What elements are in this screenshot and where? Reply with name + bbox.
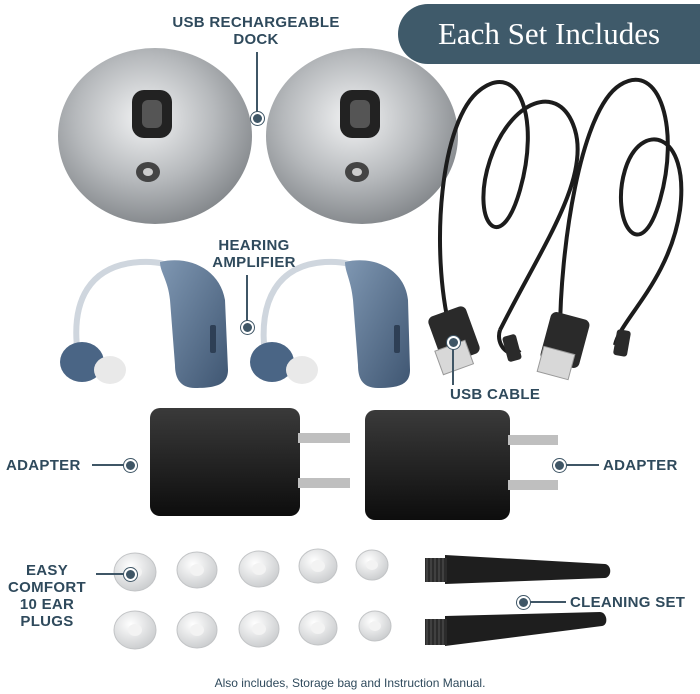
- banner-title: Each Set Includes: [437, 16, 661, 51]
- ear-plug: [176, 611, 218, 649]
- ear-plugs-label-line-3: 10 EAR: [19, 596, 75, 613]
- dock-label-line-2: DOCK: [233, 31, 279, 48]
- ear-plug: [358, 610, 392, 642]
- cleaning-set-label: CLEANING SET: [570, 594, 686, 611]
- ear-plugs: [113, 548, 392, 650]
- pin-marker-icon: [553, 459, 566, 472]
- ear-plug: [238, 550, 280, 588]
- adapter-right: [365, 410, 558, 520]
- ear-plug: [298, 610, 338, 646]
- pin-marker-icon: [251, 112, 264, 125]
- footer-note: Also includes, Storage bag and Instructi…: [214, 676, 486, 690]
- dock-label: USB RECHARGEABLE DOCK: [166, 14, 346, 48]
- amplifier-callout-line: [246, 275, 248, 323]
- amplifier-label-line-1: HEARING: [218, 237, 290, 254]
- usb-callout-line: [452, 345, 454, 385]
- cleaning-brush-bottom: [425, 612, 607, 646]
- usb-cable-label: USB CABLE: [450, 386, 541, 403]
- adapter-left: [150, 408, 350, 516]
- charging-dock-right: [266, 48, 458, 224]
- dock-label-line-1: USB RECHARGEABLE: [172, 14, 340, 31]
- ear-plugs-label-line-2: COMFORT: [8, 579, 86, 596]
- adapter-left-label: ADAPTER: [6, 457, 81, 474]
- ear-plug: [238, 610, 280, 648]
- ear-plug: [113, 610, 157, 650]
- amplifier-label: HEARING AMPLIFIER: [204, 237, 304, 271]
- pin-marker-icon: [517, 596, 530, 609]
- ear-plug: [355, 549, 389, 581]
- hearing-amplifier-right: [250, 258, 410, 388]
- amplifier-label-line-2: AMPLIFIER: [212, 254, 296, 271]
- ear-plug: [176, 551, 218, 589]
- pin-marker-icon: [447, 336, 460, 349]
- usb-plug-left: [428, 306, 522, 376]
- usb-cable-right: [558, 77, 684, 346]
- pin-marker-icon: [241, 321, 254, 334]
- ear-plugs-callout-line: [96, 573, 124, 575]
- ear-plugs-label-line-1: EASY: [25, 562, 69, 579]
- hearing-amplifier-left: [60, 258, 228, 388]
- dock-callout-line: [256, 52, 258, 114]
- ear-plugs-label: EASY COMFORT 10 EAR PLUGS: [2, 562, 92, 630]
- pin-marker-icon: [124, 459, 137, 472]
- ear-plugs-label-line-4: PLUGS: [20, 613, 74, 630]
- adapter-right-label: ADAPTER: [603, 457, 678, 474]
- usb-plug-right: [536, 312, 631, 381]
- charging-dock-left: [58, 48, 252, 224]
- pin-marker-icon: [124, 568, 137, 581]
- cleaning-callout-line: [528, 601, 566, 603]
- cleaning-brush-top: [425, 555, 611, 584]
- adapter-right-callout-line: [563, 464, 599, 466]
- adapter-left-callout-line: [92, 464, 124, 466]
- header-banner: Each Set Includes: [398, 4, 700, 64]
- ear-plug: [298, 548, 338, 584]
